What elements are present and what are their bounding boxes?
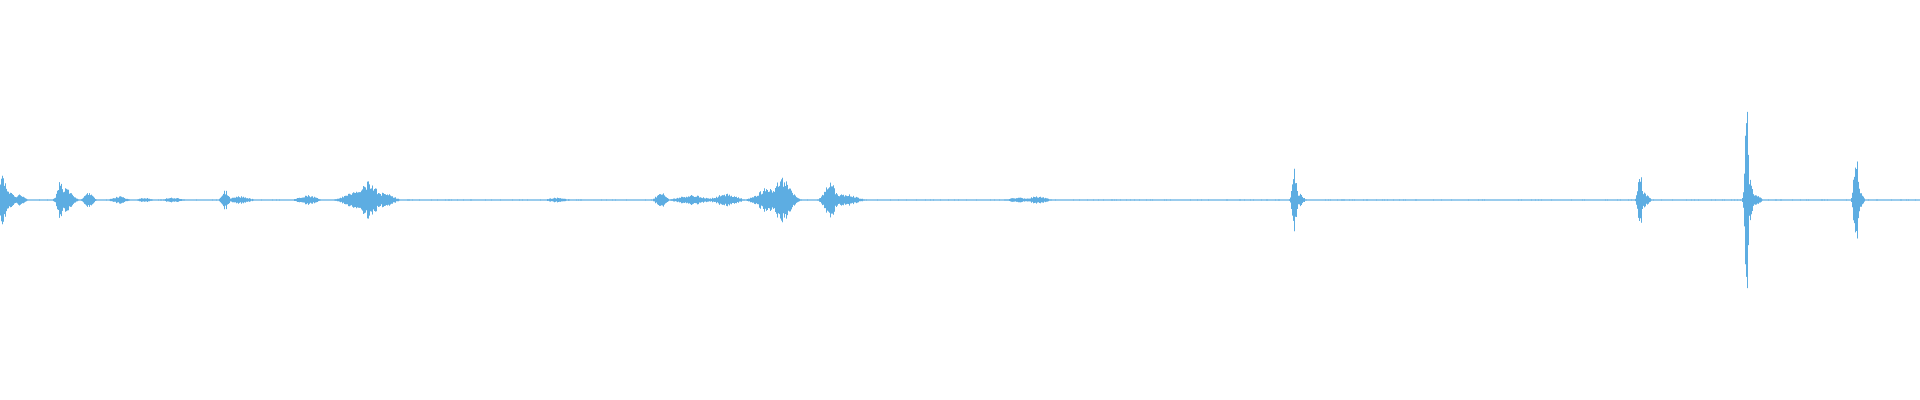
waveform-path (0, 111, 1920, 289)
waveform-bars (0, 111, 1920, 289)
